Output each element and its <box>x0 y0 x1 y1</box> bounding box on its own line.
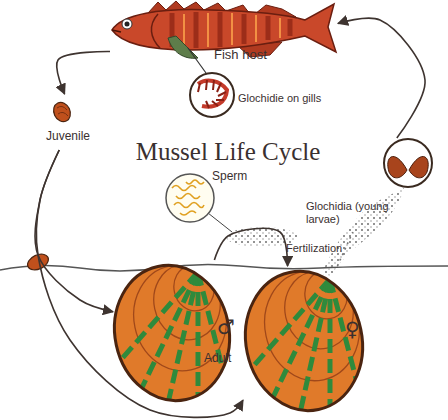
gill-tooth <box>216 99 224 101</box>
leader-line <box>188 48 206 73</box>
shell-ray <box>196 272 201 410</box>
gill-tooth <box>217 83 221 92</box>
sperm-cell <box>176 194 200 199</box>
node-label: Juvenile <box>46 130 90 144</box>
fish-stripe <box>266 16 271 40</box>
shell-ray <box>166 272 198 412</box>
cycle-arrow <box>57 52 110 94</box>
fish-highlight <box>183 14 185 46</box>
fish-highlight <box>207 13 209 47</box>
fish-host: Fish host <box>110 0 338 66</box>
gill-tooth <box>213 80 214 90</box>
gill-tooth <box>212 101 218 106</box>
juvenile-shell <box>51 100 74 125</box>
shell-pattern <box>112 257 236 412</box>
gill-tooth <box>198 83 200 92</box>
fish-stripe <box>242 14 247 44</box>
fish-highlight <box>231 13 233 45</box>
fish-eye <box>122 19 132 29</box>
callout-circle <box>166 174 214 222</box>
fish-highlights <box>184 13 280 47</box>
sperm-cell <box>180 211 196 215</box>
node-label: Fish host <box>214 48 267 63</box>
female-adult: ♀ <box>243 266 365 414</box>
diagram-title: Mussel Life Cycle <box>98 138 358 167</box>
shell-ray <box>298 279 330 420</box>
shell-ray <box>134 272 198 404</box>
node-label: ♂ <box>217 316 235 339</box>
callout-circle <box>384 139 432 187</box>
male-adult: ♂ <box>113 260 233 406</box>
juvenile: Juvenile <box>32 94 108 150</box>
fish-mouth <box>112 30 121 32</box>
callout-circle <box>190 73 234 117</box>
node-label: ♀ <box>345 318 360 341</box>
cycle-arrow <box>36 150 243 417</box>
shell-ray <box>328 279 333 420</box>
gills-callout: Glochidie on gills <box>188 72 338 118</box>
gill-filament <box>198 81 227 107</box>
fish-highlight <box>255 15 257 42</box>
sperm-cell <box>186 180 204 184</box>
node-label: Glochidia (young larvae) <box>306 200 390 225</box>
connector-group <box>35 18 425 417</box>
sperm-cells <box>172 180 204 215</box>
ground-line <box>0 264 448 271</box>
glochidia-callout-circle <box>384 139 432 187</box>
fish-stripe <box>288 19 293 36</box>
sperm-callout: Sperm <box>164 170 254 222</box>
shell-ray <box>265 279 330 414</box>
edge-label: Fertilization <box>286 242 342 255</box>
gills-callout-circle <box>190 73 234 117</box>
sperm-cell <box>174 203 204 208</box>
cycle-arrow <box>338 18 425 138</box>
female-mussel <box>233 260 376 420</box>
annotation-label: Adult <box>204 352 231 366</box>
mussel-outline <box>102 255 242 412</box>
cycle-arrow <box>35 150 113 312</box>
glochidium-valve <box>388 157 407 178</box>
mussel-outline <box>233 260 376 420</box>
cycle-arrow <box>214 228 287 266</box>
fish-highlight <box>279 18 281 38</box>
gill-tooth <box>206 80 207 90</box>
node-label: Glochidie on gills <box>238 92 338 105</box>
fish-gill-line <box>151 14 160 48</box>
shell-pattern <box>243 262 369 420</box>
gill-tooth <box>206 101 209 108</box>
settled-juvenile <box>25 251 51 273</box>
glochidia-callout: Glochidia (young larvae) <box>306 138 442 232</box>
fish-pupil <box>125 22 130 27</box>
glochidia-on-gill <box>198 80 226 108</box>
fish-stripe <box>218 12 223 47</box>
fish-stripes <box>172 12 290 48</box>
fish-body <box>112 4 336 52</box>
sperm-cell <box>172 186 196 191</box>
green-rays <box>112 272 228 412</box>
sperm-callout-circle <box>166 174 214 222</box>
mussel-shell <box>102 255 242 412</box>
node-label: Sperm <box>212 170 247 184</box>
mussel-shell <box>233 260 376 420</box>
fish-stripe <box>194 12 199 48</box>
glochidium-valve <box>409 157 428 178</box>
green-rays <box>243 279 361 420</box>
gill-tooth <box>218 92 226 96</box>
male-mussel <box>102 255 242 412</box>
leader-line <box>208 213 232 232</box>
juvenile-shell-rings <box>57 106 68 116</box>
